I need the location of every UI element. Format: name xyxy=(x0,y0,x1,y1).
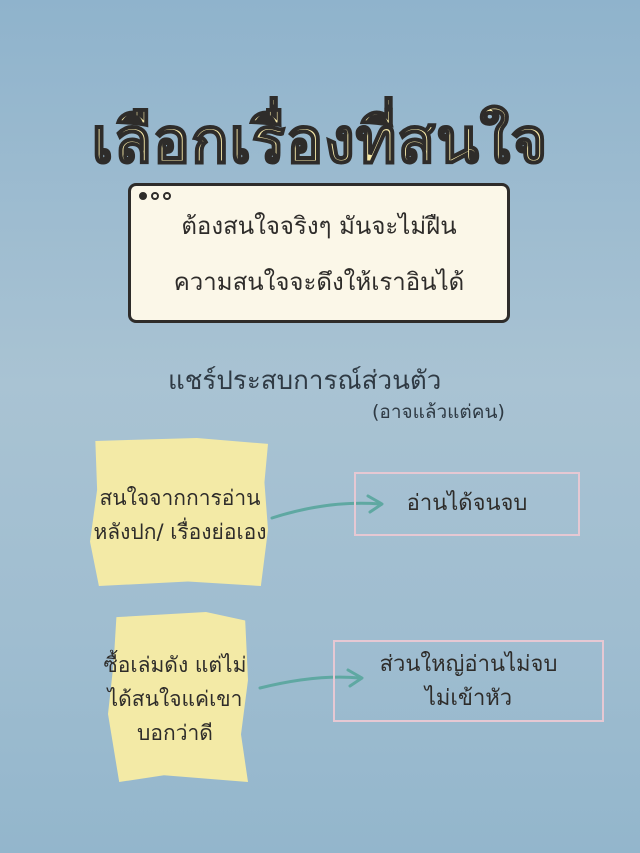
row2-right-line2: ไม่เข้าหัว xyxy=(424,686,513,711)
section-subtitle-note: (อาจแล้วแต่คน) xyxy=(372,401,505,423)
page-title: เลือกเรื่องที่สนใจ xyxy=(91,103,549,178)
row2-left-line1: ซื้อเล่มดัง แต่ไม่ xyxy=(103,653,247,677)
section-subtitle: แชร์ประสบการณ์ส่วนตัว xyxy=(168,366,442,396)
arrow-icon xyxy=(258,668,364,690)
dot-icon xyxy=(139,192,147,200)
dot-icon xyxy=(163,192,171,200)
paper-note-1 xyxy=(90,438,268,586)
row1-left-line2: หลังปก/ เรื่องย่อเอง xyxy=(93,520,267,544)
result-box-1: อ่านได้จนจบ xyxy=(354,472,580,536)
row2-left-text: ซื้อเล่มดัง แต่ไม่ ได้สนใจแค่เขา บอกว่าด… xyxy=(70,648,280,750)
row1-left-text: สนใจจากการอ่าน หลังปก/ เรื่องย่อเอง xyxy=(70,481,290,549)
row2-left-line2: ได้สนใจแค่เขา xyxy=(107,687,243,711)
row1-right-text: อ่านได้จนจบ xyxy=(406,491,528,516)
dot-icon xyxy=(151,192,159,200)
arrow-icon xyxy=(270,494,384,520)
note-line-2: ความสนใจจะดึงให้เราอินได้ xyxy=(173,268,465,296)
paper-note-2 xyxy=(108,612,248,782)
note-line-1: ต้องสนใจจริงๆ มันจะไม่ฝืน xyxy=(181,212,457,240)
result-box-2: ส่วนใหญ่อ่านไม่จบ ไม่เข้าหัว xyxy=(333,640,604,722)
row2-right-line1: ส่วนใหญ่อ่านไม่จบ xyxy=(379,652,558,677)
row1-left-line1: สนใจจากการอ่าน xyxy=(99,486,261,510)
note-box: ต้องสนใจจริงๆ มันจะไม่ฝืน ความสนใจจะดึงใ… xyxy=(128,183,510,323)
row2-left-line3: บอกว่าดี xyxy=(137,721,213,745)
window-dots xyxy=(139,192,171,200)
